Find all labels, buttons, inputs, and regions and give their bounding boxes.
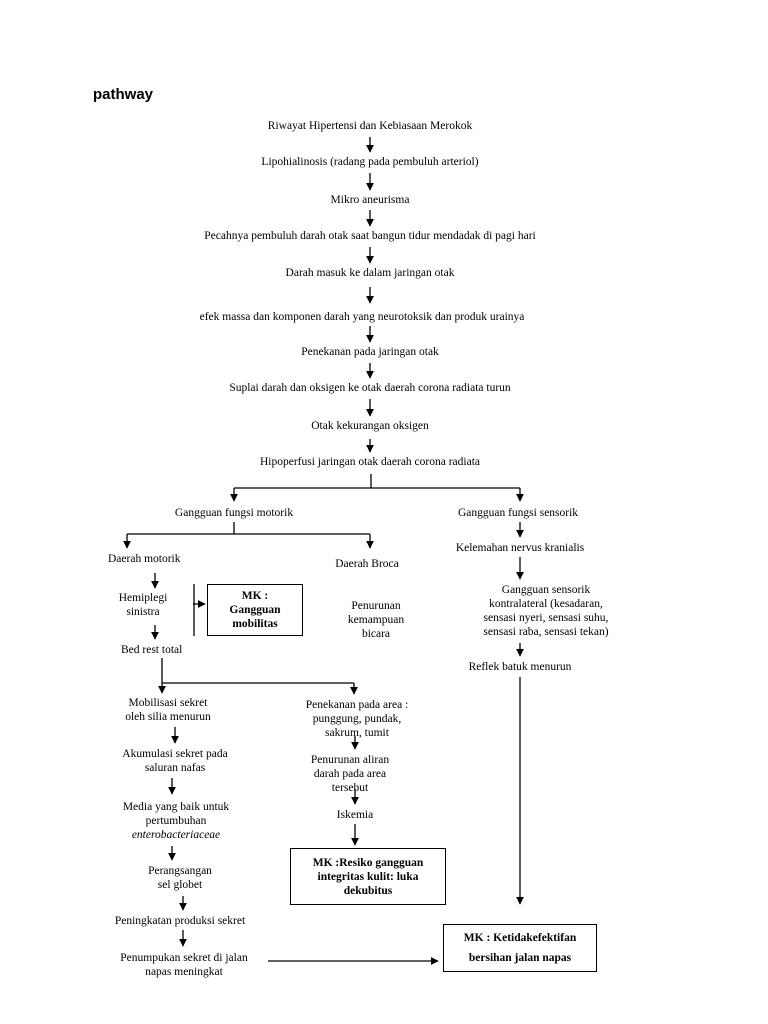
sensorik-header: Gangguan fungsi sensorik	[457, 507, 579, 519]
perangsangan-sel-globet: Perangsangan sel globet	[148, 865, 212, 891]
mk-resiko-gangguan-integritas-kulit: MK :Resiko gangguan integritas kulit: lu…	[290, 848, 446, 905]
bed-rest-total: Bed rest total	[121, 644, 183, 656]
penurunan-aliran-darah: Penurunan aliran darah pada area tersebu…	[310, 754, 390, 794]
mk-ketidakefektifan-bersihan-jalan-napas: MK : Ketidakefektifan bersihan jalan nap…	[443, 924, 597, 972]
daerah-motorik: Daerah motorik	[108, 553, 181, 565]
chain-pecahnya: Pecahnya pembuluh darah otak saat bangun…	[204, 230, 536, 242]
media-pertumbuhan: Media yang baik untuk pertumbuhan entero…	[122, 801, 230, 841]
penekanan-area: Penekanan pada area : punggung, pundak, …	[305, 699, 409, 739]
chain-lipohialinosis: Lipohialinosis (radang pada pembuluh art…	[261, 156, 479, 168]
chain-riwayat: Riwayat Hipertensi dan Kebiasaan Merokok	[267, 120, 473, 132]
chain-mikro-aneurisma: Mikro aneurisma	[330, 194, 410, 206]
mobilisasi-sekret: Mobilisasi sekret oleh silia menurun	[125, 697, 211, 723]
chain-efek-massa: efek massa dan komponen darah yang neuro…	[199, 311, 525, 323]
iskemia: Iskemia	[336, 809, 374, 821]
reflek-batuk-menurun: Reflek batuk menurun	[468, 661, 572, 673]
chain-otak-kekurangan: Otak kekurangan oksigen	[311, 420, 429, 432]
gangguan-sensorik-kontralateral: Gangguan sensorik kontralateral (kesadar…	[483, 584, 609, 638]
chain-suplai: Suplai darah dan oksigen ke otak daerah …	[229, 382, 511, 394]
chain-penekanan: Penekanan pada jaringan otak	[301, 346, 439, 358]
page-title: pathway	[93, 86, 154, 103]
mk-gangguan-mobilitas: MK : Gangguan mobilitas	[207, 584, 303, 636]
penurunan-bicara: Penurunan kemampuan bicara	[347, 600, 405, 640]
kelemahan-nervus-kranialis: Kelemahan nervus kranialis	[455, 542, 585, 554]
chain-hipoperfusi: Hipoperfusi jaringan otak daerah corona …	[260, 456, 480, 468]
penumpukan-sekret: Penumpukan sekret di jalan napas meningk…	[120, 952, 248, 978]
akumulasi-sekret: Akumulasi sekret pada saluran nafas	[122, 748, 228, 774]
peningkatan-produksi-sekret: Peningkatan produksi sekret	[114, 915, 246, 927]
hemiplegi-sinistra: Hemiplegi sinistra	[118, 592, 168, 618]
motorik-header: Gangguan fungsi motorik	[174, 507, 294, 519]
daerah-broca: Daerah Broca	[335, 558, 399, 570]
chain-darah-masuk: Darah masuk ke dalam jaringan otak	[285, 267, 455, 279]
